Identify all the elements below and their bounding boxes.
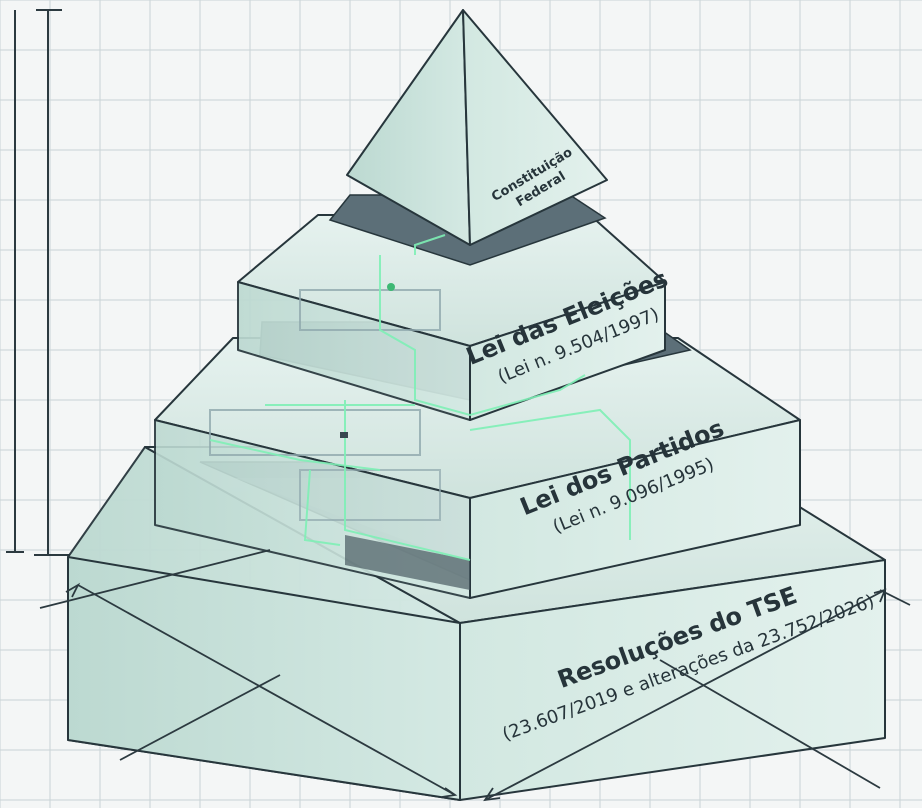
height-dimension-line: [6, 9, 70, 556]
circuit-node-icon: [387, 283, 395, 291]
circuit-chip-icon: [340, 432, 348, 438]
width-dimension-lines: [39, 549, 911, 802]
tier-apex: [346, 9, 608, 246]
circuit-lines: [209, 234, 631, 561]
